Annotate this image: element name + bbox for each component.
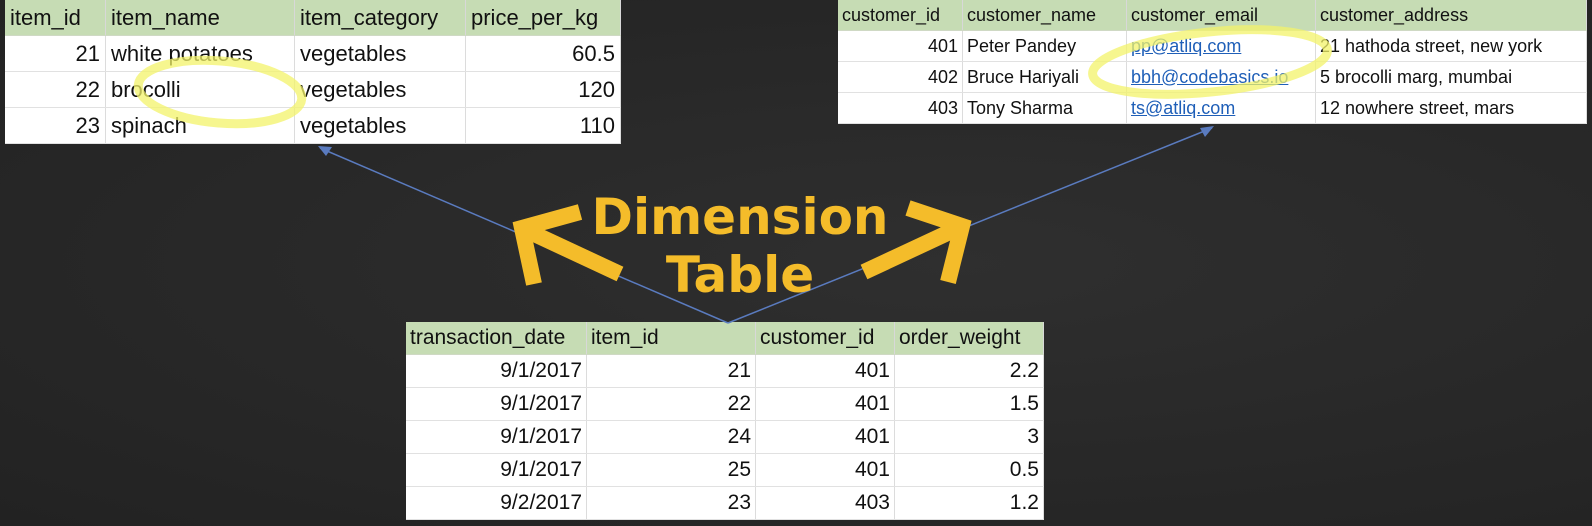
table-cell: 25: [586, 453, 756, 487]
table-cell: Tony Sharma: [962, 92, 1127, 124]
table-row: 9/1/2017 25 401 0.5: [406, 453, 1044, 487]
table-cell: 9/1/2017: [406, 420, 587, 454]
table-cell: 23: [5, 107, 106, 144]
table-cell: 2.2: [894, 354, 1044, 388]
table-cell: 22: [586, 387, 756, 421]
column-header: item_name: [105, 0, 295, 36]
table-row: 23 spinach vegetables 110: [5, 107, 621, 144]
table-cell: 21: [5, 35, 106, 72]
table-cell: vegetables: [294, 71, 466, 108]
table-cell: 0.5: [894, 453, 1044, 487]
table-cell: 9/2/2017: [406, 486, 587, 520]
table-row: 9/1/2017 21 401 2.2: [406, 354, 1044, 388]
table-header-row: item_id item_name item_category price_pe…: [5, 0, 621, 36]
table-cell: 1.2: [894, 486, 1044, 520]
table-cell: 403: [838, 92, 963, 124]
column-header: item_id: [5, 0, 106, 36]
table-cell: 12 nowhere street, mars: [1315, 92, 1587, 124]
table-cell: 401: [755, 354, 895, 388]
column-header: customer_name: [962, 0, 1127, 31]
customers-dimension-table: customer_id customer_name customer_email…: [838, 0, 1587, 124]
column-header: transaction_date: [406, 322, 587, 355]
table-cell: Peter Pandey: [962, 30, 1127, 62]
table-cell: 9/1/2017: [406, 387, 587, 421]
table-cell: 60.5: [465, 35, 621, 72]
table-row: 403 Tony Sharma ts@atliq.com 12 nowhere …: [838, 92, 1587, 124]
table-cell: 402: [838, 61, 963, 93]
table-cell: 21: [586, 354, 756, 388]
column-header: customer_address: [1315, 0, 1587, 31]
table-cell: 22: [5, 71, 106, 108]
table-row: 9/1/2017 24 401 3: [406, 420, 1044, 454]
table-cell: spinach: [105, 107, 295, 144]
table-row: 402 Bruce Hariyali bbh@codebasics.io 5 b…: [838, 61, 1587, 93]
column-header: order_weight: [894, 322, 1044, 355]
connector-arrowhead-items: [318, 146, 332, 156]
table-cell: 1.5: [894, 387, 1044, 421]
table-row: 21 white potatoes vegetables 60.5: [5, 35, 621, 72]
table-cell: brocolli: [105, 71, 295, 108]
table-cell: 120: [465, 71, 621, 108]
dimension-table-label-line1: Dimension: [591, 188, 889, 246]
transactions-fact-table: transaction_date item_id customer_id ord…: [406, 322, 1044, 520]
email-link[interactable]: pp@atliq.com: [1126, 30, 1316, 62]
connector-arrowhead-customers: [1200, 126, 1214, 137]
table-cell: white potatoes: [105, 35, 295, 72]
column-header: customer_id: [838, 0, 963, 31]
table-cell: Bruce Hariyali: [962, 61, 1127, 93]
table-cell: 23: [586, 486, 756, 520]
table-cell: 401: [755, 453, 895, 487]
table-cell: 110: [465, 107, 621, 144]
table-header-row: transaction_date item_id customer_id ord…: [406, 322, 1044, 355]
table-cell: vegetables: [294, 107, 466, 144]
table-cell: 401: [838, 30, 963, 62]
dimension-table-label-line2: Table: [665, 246, 815, 304]
column-header: customer_email: [1126, 0, 1316, 31]
column-header: price_per_kg: [465, 0, 621, 36]
column-header: item_id: [586, 322, 756, 355]
table-cell: 5 brocolli marg, mumbai: [1315, 61, 1587, 93]
table-cell: 401: [755, 420, 895, 454]
table-row: 9/2/2017 23 403 1.2: [406, 486, 1044, 520]
column-header: customer_id: [755, 322, 895, 355]
table-row: 9/1/2017 22 401 1.5: [406, 387, 1044, 421]
table-cell: 3: [894, 420, 1044, 454]
table-cell: vegetables: [294, 35, 466, 72]
items-dimension-table: item_id item_name item_category price_pe…: [5, 0, 621, 144]
email-link[interactable]: bbh@codebasics.io: [1126, 61, 1316, 93]
table-header-row: customer_id customer_name customer_email…: [838, 0, 1587, 31]
table-row: 22 brocolli vegetables 120: [5, 71, 621, 108]
email-link[interactable]: ts@atliq.com: [1126, 92, 1316, 124]
table-cell: 9/1/2017: [406, 354, 587, 388]
table-cell: 24: [586, 420, 756, 454]
table-cell: 401: [755, 387, 895, 421]
column-header: item_category: [294, 0, 466, 36]
table-cell: 9/1/2017: [406, 453, 587, 487]
table-row: 401 Peter Pandey pp@atliq.com 21 hathoda…: [838, 30, 1587, 62]
table-cell: 21 hathoda street, new york: [1315, 30, 1587, 62]
table-cell: 403: [755, 486, 895, 520]
